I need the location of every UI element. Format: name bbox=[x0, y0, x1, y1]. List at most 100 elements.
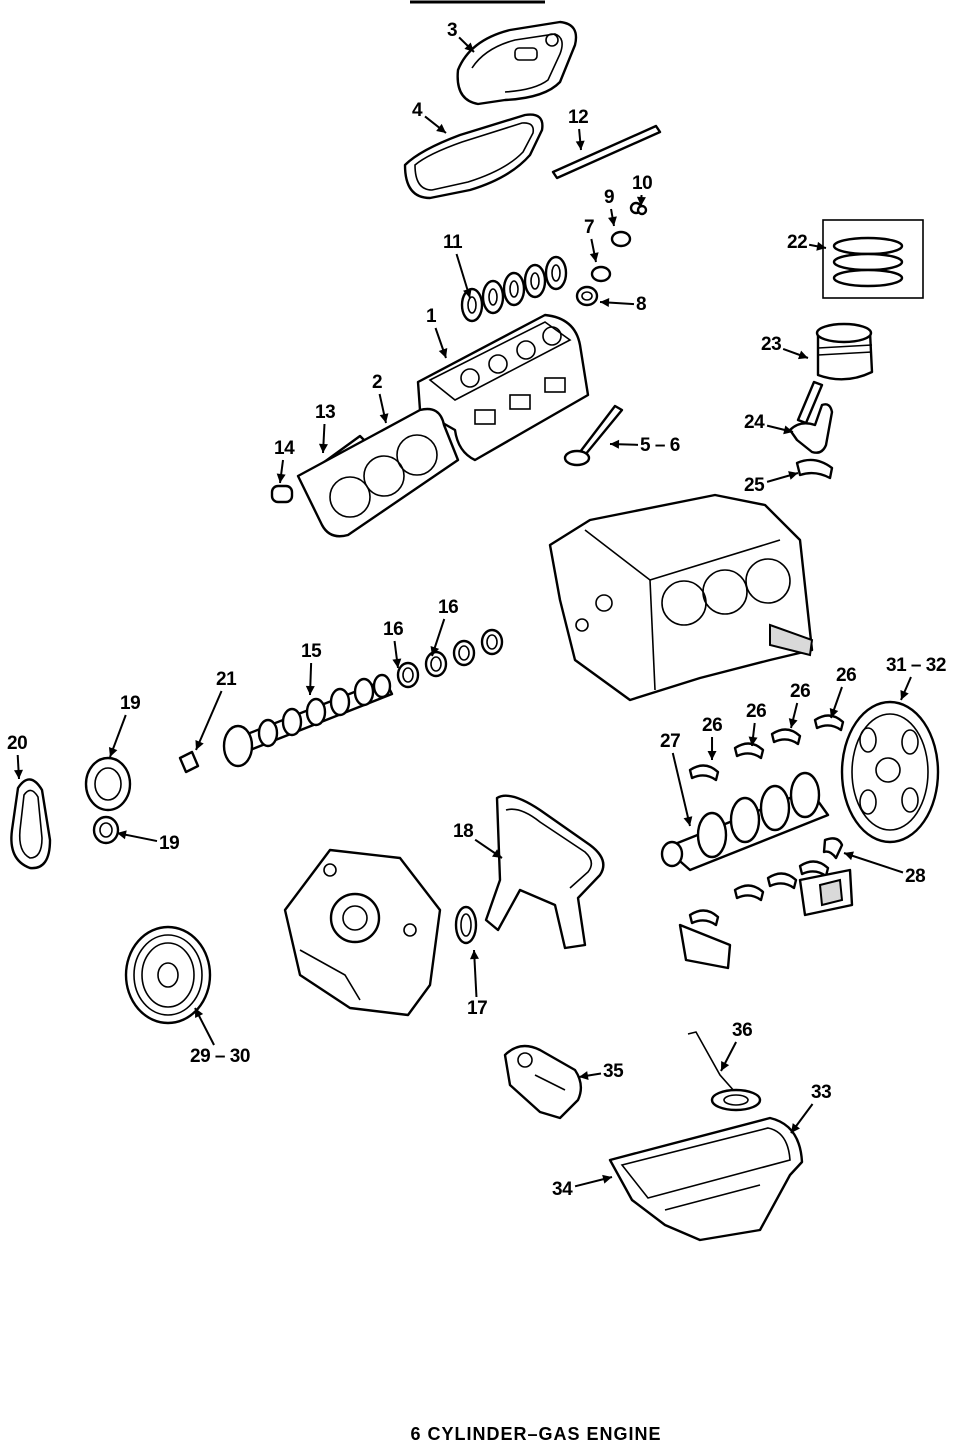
arrowhead-19a bbox=[108, 746, 118, 757]
callout-24: 24 bbox=[744, 412, 765, 433]
valve bbox=[563, 404, 624, 467]
callout-2: 2 bbox=[372, 372, 382, 393]
callout-33: 33 bbox=[811, 1082, 831, 1103]
arrowhead-15 bbox=[305, 685, 315, 695]
wrist-pin bbox=[796, 380, 824, 425]
callout-12: 12 bbox=[568, 107, 588, 128]
callout-10: 10 bbox=[632, 173, 652, 194]
leader-21 bbox=[195, 690, 223, 751]
arrowhead-26d bbox=[707, 750, 717, 760]
arrowhead-9 bbox=[608, 216, 617, 226]
callout-1: 1 bbox=[426, 306, 437, 327]
callout-26d: 26 bbox=[702, 715, 722, 736]
valve-spring-cap bbox=[590, 265, 612, 283]
callout-21: 21 bbox=[216, 669, 237, 690]
pushrod bbox=[551, 124, 662, 180]
leader-28 bbox=[843, 852, 904, 874]
arrowhead-5-6 bbox=[610, 439, 620, 449]
arrowhead-33 bbox=[791, 1123, 800, 1133]
leader-lines bbox=[14, 36, 912, 1188]
callout-22: 22 bbox=[787, 232, 807, 253]
callout-16a: 16 bbox=[383, 619, 403, 640]
arrowhead-26a bbox=[829, 708, 839, 718]
callout-13: 13 bbox=[315, 402, 335, 423]
callout-11: 11 bbox=[443, 232, 463, 253]
arrowhead-24 bbox=[783, 425, 793, 435]
arrowhead-16b bbox=[430, 646, 440, 656]
arrowhead-28 bbox=[844, 851, 854, 861]
callout-7: 7 bbox=[584, 217, 594, 238]
oil-pan bbox=[608, 1116, 804, 1242]
arrowhead-19b bbox=[117, 830, 127, 840]
arrowhead-31-32 bbox=[900, 689, 909, 700]
arrowhead-27 bbox=[683, 816, 693, 826]
valve-keeper bbox=[629, 201, 648, 216]
crankshaft bbox=[660, 771, 830, 872]
main-bearings-upper bbox=[688, 714, 845, 782]
arrowhead-20 bbox=[14, 769, 24, 779]
callout-16b: 16 bbox=[438, 597, 458, 618]
callout-19a: 19 bbox=[120, 693, 140, 714]
cylinder-head bbox=[416, 313, 590, 462]
valve-retainer bbox=[610, 230, 632, 248]
arrowhead-34 bbox=[602, 1174, 612, 1184]
callout-31-32: 31 – 32 bbox=[886, 655, 946, 676]
camshaft bbox=[222, 673, 394, 768]
oil-pickup-tube bbox=[687, 1031, 762, 1112]
valve-cover-gasket bbox=[403, 113, 544, 200]
callout-23: 23 bbox=[761, 334, 781, 355]
camshaft-bearings bbox=[396, 628, 504, 689]
arrowhead-23 bbox=[798, 350, 808, 360]
arrowhead-29-30 bbox=[195, 1008, 204, 1019]
timing-chain bbox=[10, 778, 52, 870]
callout-26c: 26 bbox=[746, 701, 766, 722]
callout-18: 18 bbox=[453, 821, 473, 842]
crankshaft-pulley bbox=[124, 925, 212, 1025]
timing-cover bbox=[283, 848, 442, 1017]
arrowhead-7 bbox=[589, 252, 599, 262]
arrowhead-17 bbox=[469, 950, 479, 960]
arrowhead-18 bbox=[492, 849, 502, 858]
arrowhead-21 bbox=[195, 739, 204, 750]
connecting-rod bbox=[788, 403, 834, 454]
head-gasket bbox=[296, 407, 460, 538]
callout-20: 20 bbox=[7, 733, 27, 754]
engine-block bbox=[548, 493, 814, 702]
arrowhead-22 bbox=[816, 241, 826, 251]
arrowhead-16a bbox=[392, 658, 402, 668]
callout-3: 3 bbox=[447, 20, 457, 41]
callout-14: 14 bbox=[274, 438, 295, 459]
main-bearings-lower bbox=[688, 860, 830, 927]
callout-29-30: 29 – 30 bbox=[190, 1046, 250, 1067]
callout-26a: 26 bbox=[836, 665, 856, 686]
rocker-arms bbox=[460, 255, 568, 323]
callout-34: 34 bbox=[552, 1179, 573, 1200]
arrowhead-3 bbox=[464, 42, 474, 52]
callout-15: 15 bbox=[301, 641, 322, 662]
leader-27 bbox=[671, 752, 691, 827]
main-bearing-caps bbox=[678, 868, 854, 970]
flywheel bbox=[840, 700, 940, 844]
valve-cover bbox=[456, 20, 578, 106]
crankshaft-seal-upper bbox=[84, 756, 132, 812]
front-cover-seal bbox=[454, 905, 478, 945]
callout-27: 27 bbox=[660, 731, 680, 752]
arrowhead-25 bbox=[788, 471, 798, 480]
callout-25: 25 bbox=[744, 475, 765, 496]
crankshaft-seal-lower bbox=[92, 815, 120, 845]
callout-8: 8 bbox=[636, 294, 646, 315]
callout-17: 17 bbox=[467, 998, 487, 1019]
arrowhead-10 bbox=[636, 196, 646, 206]
callout-9: 9 bbox=[604, 187, 614, 208]
callout-35: 35 bbox=[603, 1061, 624, 1082]
arrowhead-26c bbox=[748, 736, 758, 746]
dowel-pin bbox=[270, 484, 294, 504]
piston bbox=[815, 322, 874, 381]
timing-cover-gasket bbox=[484, 794, 605, 950]
diagram-caption: 6 CYLINDER–GAS ENGINE bbox=[410, 1424, 662, 1444]
valve-stem-seal bbox=[575, 285, 599, 307]
arrowhead-13 bbox=[318, 443, 328, 453]
callout-19b: 19 bbox=[159, 833, 179, 854]
arrowhead-4 bbox=[436, 123, 446, 133]
arrowhead-8 bbox=[600, 298, 610, 308]
